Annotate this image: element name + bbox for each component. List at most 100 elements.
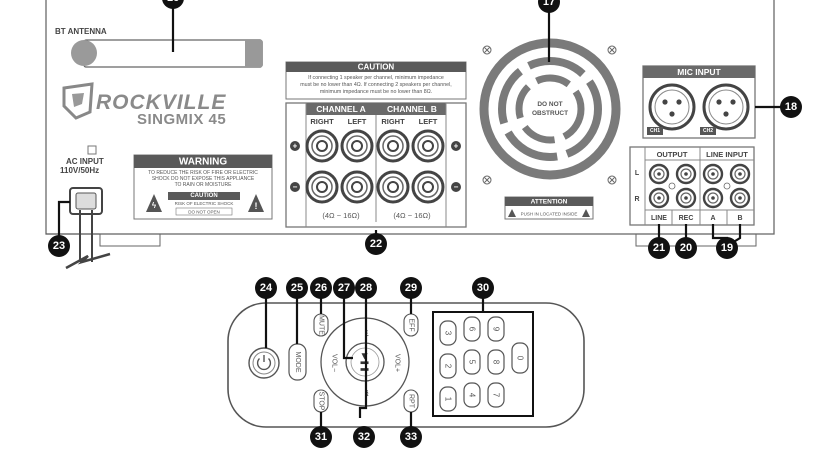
- svg-text:ϟ: ϟ: [152, 201, 157, 210]
- power-button[interactable]: [248, 347, 280, 379]
- speaker-terminal-1-neg[interactable]: [305, 170, 339, 204]
- svg-text:WARNING: WARNING: [179, 157, 228, 168]
- rpt-button[interactable]: RPT: [403, 389, 419, 413]
- svg-text:29: 29: [405, 282, 417, 294]
- svg-text:(4Ω ~ 16Ω): (4Ω ~ 16Ω): [393, 211, 431, 220]
- ac-input-spec: 110V/50Hz: [60, 166, 99, 175]
- speaker-terminal-2-pos[interactable]: [340, 129, 374, 163]
- callout-32: 32: [353, 426, 375, 448]
- key-0[interactable]: 0: [511, 342, 529, 374]
- key-9[interactable]: 9: [487, 316, 505, 342]
- rca-jack-line-out-l[interactable]: [648, 163, 670, 185]
- svg-text:1: 1: [444, 397, 453, 402]
- svg-text:31: 31: [315, 431, 327, 443]
- svg-text:LINE: LINE: [651, 215, 667, 222]
- key-1[interactable]: 1: [439, 386, 457, 412]
- rca-jack-rec-out-r[interactable]: [675, 187, 697, 209]
- key-7[interactable]: 7: [487, 382, 505, 408]
- vol-minus-button[interactable]: VOL−: [331, 354, 338, 372]
- mic-jack-ch1[interactable]: [648, 83, 696, 131]
- svg-text:EFF: EFF: [408, 318, 415, 331]
- svg-text:SHOCK DO NOT EXPOSE THIS APPLI: SHOCK DO NOT EXPOSE THIS APPLIANCE: [152, 176, 255, 182]
- rca-jack-rec-out-l[interactable]: [675, 163, 697, 185]
- power-cord: [65, 210, 111, 270]
- svg-text:SINGMIX 45: SINGMIX 45: [137, 111, 226, 128]
- callout-21: 21: [648, 237, 670, 259]
- rca-jack-line-in-b-r[interactable]: [729, 187, 751, 209]
- mode-button[interactable]: MODE: [288, 343, 307, 381]
- svg-text:RIGHT: RIGHT: [381, 117, 405, 126]
- key-3[interactable]: 3: [439, 320, 457, 346]
- callout-25: 25: [286, 277, 308, 299]
- channel-a-label: CHANNEL A: [316, 104, 366, 114]
- svg-text:MUTE: MUTE: [318, 315, 325, 335]
- svg-text:PUSH IN LOCATED INSIDE: PUSH IN LOCATED INSIDE: [521, 212, 578, 217]
- callout-31: 31: [310, 426, 332, 448]
- svg-text:STOP: STOP: [318, 392, 325, 411]
- eff-button[interactable]: EFF: [403, 313, 419, 337]
- svg-text:23: 23: [53, 240, 65, 252]
- key-5[interactable]: 5: [463, 349, 481, 375]
- mic-input-panel: MIC INPUT CH1 CH2: [642, 65, 756, 139]
- svg-text:−: −: [454, 183, 459, 192]
- caution-box: CAUTION If connecting 1 speaker per chan…: [285, 61, 467, 100]
- mute-button[interactable]: MUTE: [313, 313, 329, 337]
- svg-text:DO NOT: DO NOT: [537, 101, 562, 108]
- power-switch[interactable]: [87, 145, 97, 155]
- callout-16: 16: [162, 0, 184, 9]
- rca-jack-line-in-a-l[interactable]: [702, 163, 724, 185]
- vol-plus-button[interactable]: VOL+: [394, 354, 401, 372]
- svg-text:25: 25: [291, 282, 303, 294]
- svg-text:CH2: CH2: [703, 128, 713, 134]
- key-8[interactable]: 8: [487, 349, 505, 375]
- key-6[interactable]: 6: [463, 316, 481, 342]
- ac-input-label: AC INPUT: [66, 157, 104, 166]
- rca-jack-line-in-b-l[interactable]: [729, 163, 751, 185]
- svg-text:7: 7: [492, 393, 501, 398]
- rca-jack-line-out-r[interactable]: [648, 187, 670, 209]
- mic-jack-ch2[interactable]: [702, 83, 750, 131]
- rca-jack-line-in-a-r[interactable]: [702, 187, 724, 209]
- svg-text:26: 26: [315, 282, 327, 294]
- svg-text:CH1: CH1: [650, 128, 660, 134]
- callout-28: 28: [355, 277, 377, 299]
- svg-text:24: 24: [260, 282, 273, 294]
- svg-text:16: 16: [167, 0, 179, 4]
- key-4[interactable]: 4: [463, 382, 481, 408]
- speaker-terminal-2-neg[interactable]: [340, 170, 374, 204]
- speaker-terminal-1-pos[interactable]: [305, 129, 339, 163]
- key-2[interactable]: 2: [439, 353, 457, 379]
- svg-text:21: 21: [653, 242, 665, 254]
- callout-17: 17: [538, 0, 560, 13]
- svg-text:−: −: [293, 183, 298, 192]
- callout-30: 30: [472, 277, 494, 299]
- bt-antenna: [71, 39, 263, 68]
- svg-text:RISK OF ELECTRIC SHOCK: RISK OF ELECTRIC SHOCK: [175, 201, 234, 206]
- callout-20: 20: [675, 237, 697, 259]
- speaker-terminal-4-pos[interactable]: [411, 129, 445, 163]
- speaker-terminal-3-neg[interactable]: [376, 170, 410, 204]
- speaker-terminal-4-neg[interactable]: [411, 170, 445, 204]
- svg-text:2: 2: [444, 364, 453, 369]
- callout-22: 22: [365, 233, 387, 255]
- svg-text:8: 8: [492, 360, 501, 365]
- svg-text:R: R: [634, 196, 639, 203]
- svg-text:If connecting 1 speaker per ch: If connecting 1 speaker per channel, min…: [308, 75, 444, 81]
- fan-screw-1: [482, 45, 492, 55]
- svg-text:L: L: [635, 170, 640, 177]
- remote-control: MODE MUTE STOP EFF RPT VOL− VOL+ ⏭ ⏮ ▶❚❚: [227, 302, 585, 428]
- svg-text:ROCKVILLE: ROCKVILLE: [96, 91, 226, 114]
- stop-button[interactable]: STOP: [313, 389, 329, 413]
- svg-text:+: +: [454, 142, 459, 151]
- svg-text:20: 20: [680, 242, 692, 254]
- callout-24: 24: [255, 277, 277, 299]
- warning-label: WARNING TO REDUCE THE RISK OF FIRE OR EL…: [133, 154, 273, 220]
- svg-text:RIGHT: RIGHT: [310, 117, 334, 126]
- svg-text:!: !: [255, 201, 258, 211]
- svg-text:must be no lower than 4Ω. If c: must be no lower than 4Ω. If connecting …: [300, 82, 451, 88]
- speaker-terminal-3-pos[interactable]: [376, 129, 410, 163]
- svg-text:A: A: [710, 215, 715, 222]
- svg-text:6: 6: [468, 327, 477, 332]
